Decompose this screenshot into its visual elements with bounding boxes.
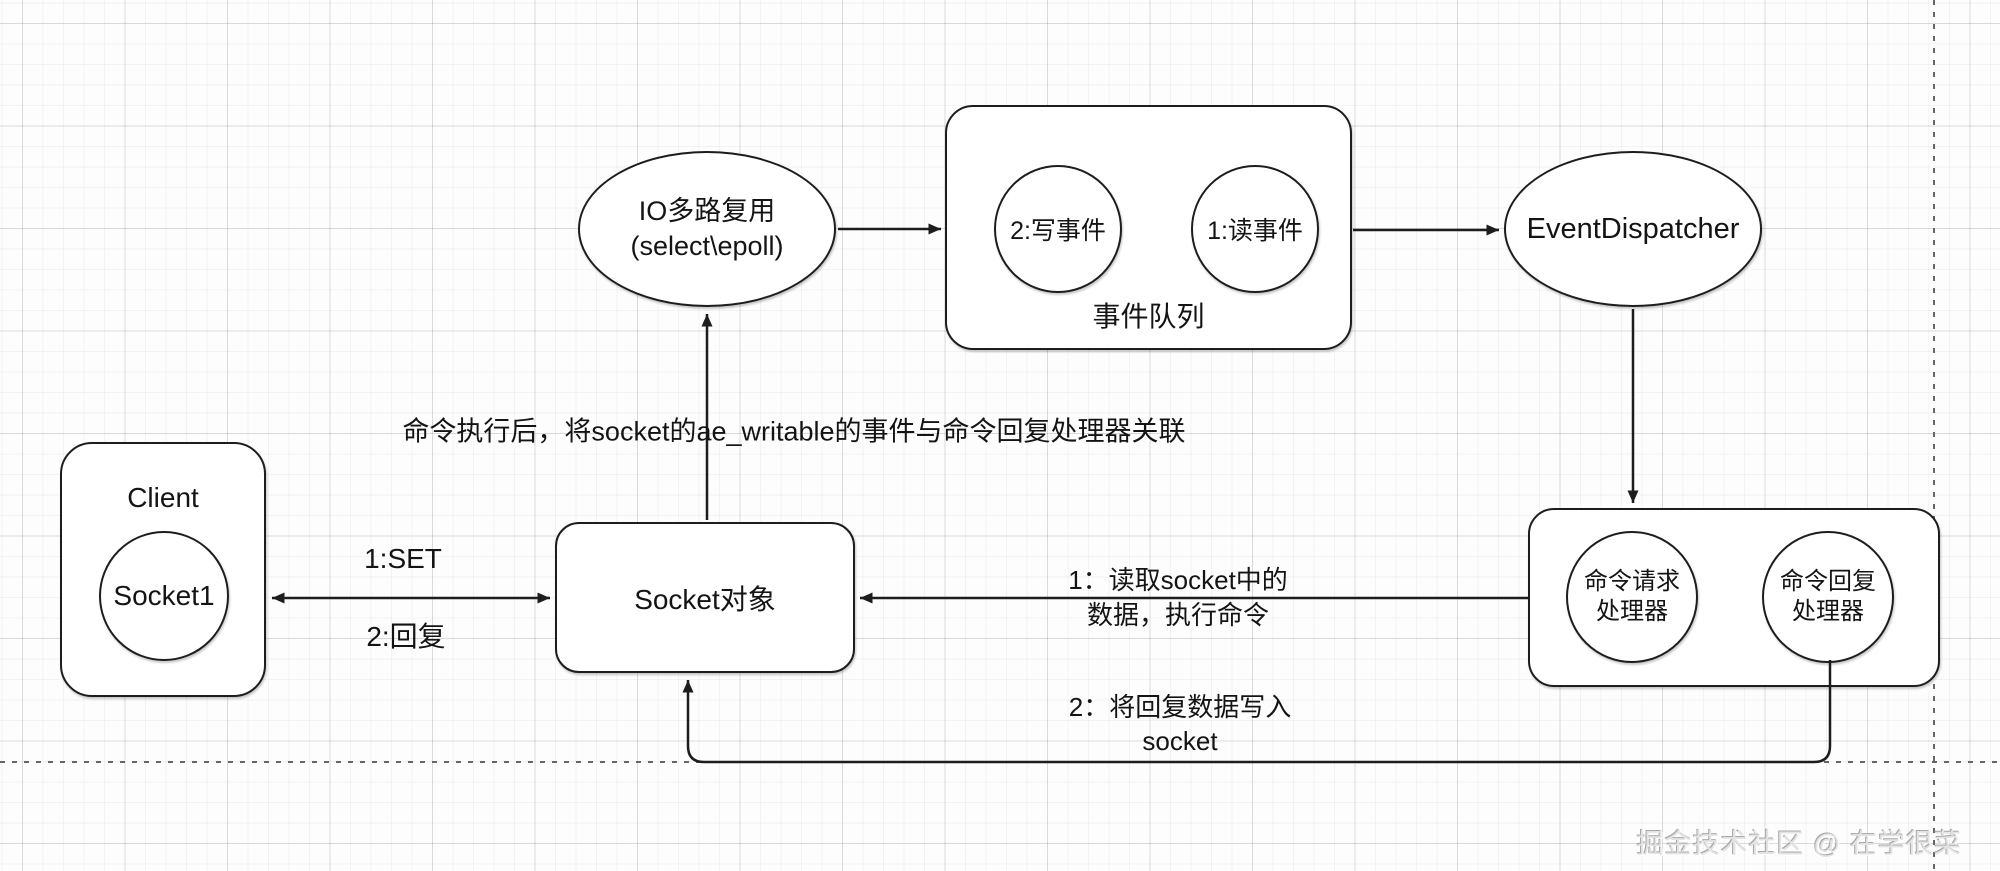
write-event-circle: 2:写事件 — [994, 165, 1122, 293]
event-dispatcher-ellipse: EventDispatcher — [1504, 151, 1762, 307]
socket-object-box: Socket对象 — [555, 522, 855, 673]
command-request-label-line1: 命令请求 — [1584, 568, 1680, 595]
socket1-circle: Socket1 — [99, 531, 229, 661]
command-reply-label-line1: 命令回复 — [1780, 568, 1876, 595]
read-event-circle: 1:读事件 — [1191, 165, 1319, 293]
io-multiplex-label-line2: (select\epoll) — [630, 231, 784, 261]
command-reply-label-line2: 处理器 — [1792, 598, 1864, 625]
event-dispatcher-label: EventDispatcher — [1526, 212, 1740, 245]
socket-object-label: Socket对象 — [634, 583, 776, 615]
write-event-label: 2:写事件 — [1010, 217, 1106, 245]
socket1-label: Socket1 — [113, 580, 215, 611]
client-title: Client — [127, 482, 199, 513]
io-multiplex-ellipse: IO多路复用 (select\epoll) — [578, 151, 836, 307]
command-reply-circle: 命令回复 处理器 — [1762, 531, 1894, 663]
io-multiplex-label-line1: IO多路复用 — [638, 196, 776, 226]
command-request-circle: 命令请求 处理器 — [1566, 531, 1698, 663]
command-request-label-line2: 处理器 — [1596, 598, 1668, 625]
read-event-label: 1:读事件 — [1207, 217, 1303, 245]
event-queue-label: 事件队列 — [1092, 301, 1205, 332]
